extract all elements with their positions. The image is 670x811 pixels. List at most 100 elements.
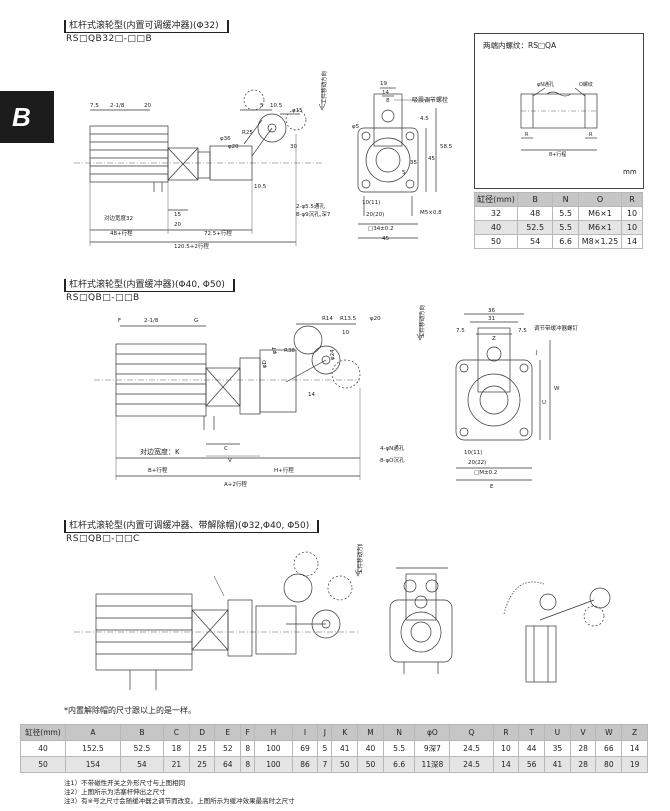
dim-r38: R38	[284, 348, 295, 354]
table-cell: 54	[516, 234, 554, 249]
dim-r25: R25	[242, 130, 253, 136]
table-header: T	[518, 724, 546, 741]
table-cell: 5.5	[552, 220, 580, 235]
table-header: N	[552, 192, 580, 207]
dim-30: 30	[290, 144, 297, 150]
drawing-3: 工件移动方向	[74, 544, 611, 690]
table-header: C	[163, 724, 190, 741]
table-cell: 40	[357, 740, 384, 757]
table-cell: 52	[214, 740, 242, 757]
table-row: 40 52.5 5.5 M6×1 10	[474, 220, 643, 235]
section-code-3: RS□QB□-□□C	[66, 534, 140, 544]
table-cell: 41	[544, 756, 571, 773]
table-cell: 8	[240, 740, 256, 757]
table-cell: 44	[518, 740, 546, 757]
dim-10-11: 10(11)	[362, 200, 380, 206]
table-header: B	[516, 192, 554, 207]
section-tab: B	[0, 91, 54, 143]
table-header-row: 缸径(mm) B N O R	[474, 192, 643, 207]
dim-u: U	[542, 400, 546, 406]
dim-5: 5	[260, 103, 264, 109]
dim-15: 15	[174, 212, 181, 218]
table-cell: 10	[621, 206, 643, 221]
table-cell: 66	[595, 740, 623, 757]
section-code-2: RS□QB□-□□B	[66, 293, 140, 303]
stroke-8-label: 8+行程	[549, 151, 566, 158]
table-cell: 152.5	[65, 740, 121, 757]
dim-phi5: φ5	[352, 124, 360, 130]
table-cell: 54	[119, 756, 165, 773]
table-cell: 14	[621, 234, 643, 249]
dim-phi36: φ36	[220, 136, 231, 142]
hole-label-4: 8-φO沉孔	[380, 456, 405, 464]
bore-table-small: 缸径(mm) B N O R 32 48 5.5 M6×1 10 40 52.5…	[474, 192, 643, 249]
section-title-1: 杠杆式滚轮型(内置可调缓冲器)(Φ32)	[64, 20, 229, 33]
n-hole-label: φN通孔	[537, 81, 554, 88]
table-cell: 25	[188, 756, 216, 773]
dim-z: Z	[492, 336, 496, 342]
table-cell: 10	[621, 220, 643, 235]
section-title-2: 杠杆式滚轮型(内置缓冲器)(Φ40, Φ50)	[64, 279, 235, 292]
table-cell: 21	[163, 756, 190, 773]
dim-36: 36	[488, 308, 495, 314]
table-header: U	[544, 724, 571, 741]
dim-thread-2: 2-1/8	[144, 318, 159, 324]
dim-7-5: 7.5	[90, 103, 99, 109]
table-row: 50 54 6.6 M8×1.25 14	[474, 234, 643, 249]
note-3: 注3）有※号之尺寸会随缓冲器之调节而改变。上图所示为缓冲效果最高时之尺寸	[64, 797, 295, 805]
table-header: Q	[449, 724, 494, 741]
dim-20b: 20	[174, 222, 181, 228]
table-cell: 18	[163, 740, 190, 757]
o-thread-label: O螺纹	[579, 81, 593, 88]
adj-screw-label: 吸震调节螺栓	[412, 96, 448, 104]
table-header: R	[621, 192, 643, 207]
table-header: φO	[414, 724, 451, 741]
table-row: 50 154 54 21 25 64 8 100 86 7 50 50 6.6 …	[20, 756, 648, 773]
adj-screw-label-2: 调节带缓冲器螺钉	[534, 324, 579, 332]
stroke-1: 48+行程	[110, 229, 133, 237]
dim-20: 20	[144, 103, 151, 109]
table-cell: 52.5	[516, 220, 554, 235]
table-cell: 100	[254, 740, 293, 757]
table-cell: 19	[621, 756, 648, 773]
unit-label: mm	[623, 168, 637, 176]
stroke-4: B+行程	[148, 466, 168, 474]
dim-8: 8	[386, 98, 390, 104]
dim-phi24: φ24	[330, 349, 336, 360]
dim-10-5b: 10.5	[254, 184, 267, 190]
table-cell: 40	[474, 220, 518, 235]
dim-45b: 45	[382, 236, 389, 242]
table-header: O	[578, 192, 623, 207]
dim-r14: R14	[322, 316, 333, 322]
dim-20-22: 20(22)	[468, 460, 486, 466]
table-cell: 28	[569, 740, 597, 757]
table-header: A	[65, 724, 121, 741]
dim-34: □34±0.2	[368, 226, 394, 232]
stroke-2: 72.5+行程	[204, 229, 232, 237]
dim-45: 45	[428, 156, 435, 162]
dim-19: 19	[380, 81, 387, 87]
hole-label-2: 8-φ9沉孔,深7	[296, 210, 331, 218]
table-header: V	[569, 724, 597, 741]
dim-58-5: 58.5	[440, 144, 453, 150]
hole-label-3: 4-φN通孔	[380, 444, 405, 452]
table-header: F	[240, 724, 256, 741]
hole-label-1: 2-φ5.5通孔	[296, 202, 325, 210]
section-code-1: RS□QB32□-□□B	[66, 34, 153, 44]
table-cell: 11深8	[414, 756, 451, 773]
wrench-label: 对边宽度32	[104, 214, 133, 222]
table-header: Z	[621, 724, 648, 741]
table-row: 40 152.5 52.5 18 25 52 8 100 69 5 41 40 …	[20, 740, 648, 757]
table-cell: 24.5	[449, 756, 494, 773]
dim-phi20-2: φ20	[370, 316, 381, 322]
dim-g: G	[194, 318, 198, 324]
table-cell: M8×1.25	[578, 234, 623, 249]
table-cell: 6.6	[552, 234, 580, 249]
table-cell: 48	[516, 206, 554, 221]
stroke-3: 120.5+2行程	[174, 242, 209, 250]
dim-j: J	[535, 350, 538, 356]
table-cell: 24.5	[449, 740, 494, 757]
table-cell: M6×1	[578, 206, 623, 221]
table-cell: 40	[20, 740, 66, 757]
dim-phi20: φ20	[228, 144, 239, 150]
